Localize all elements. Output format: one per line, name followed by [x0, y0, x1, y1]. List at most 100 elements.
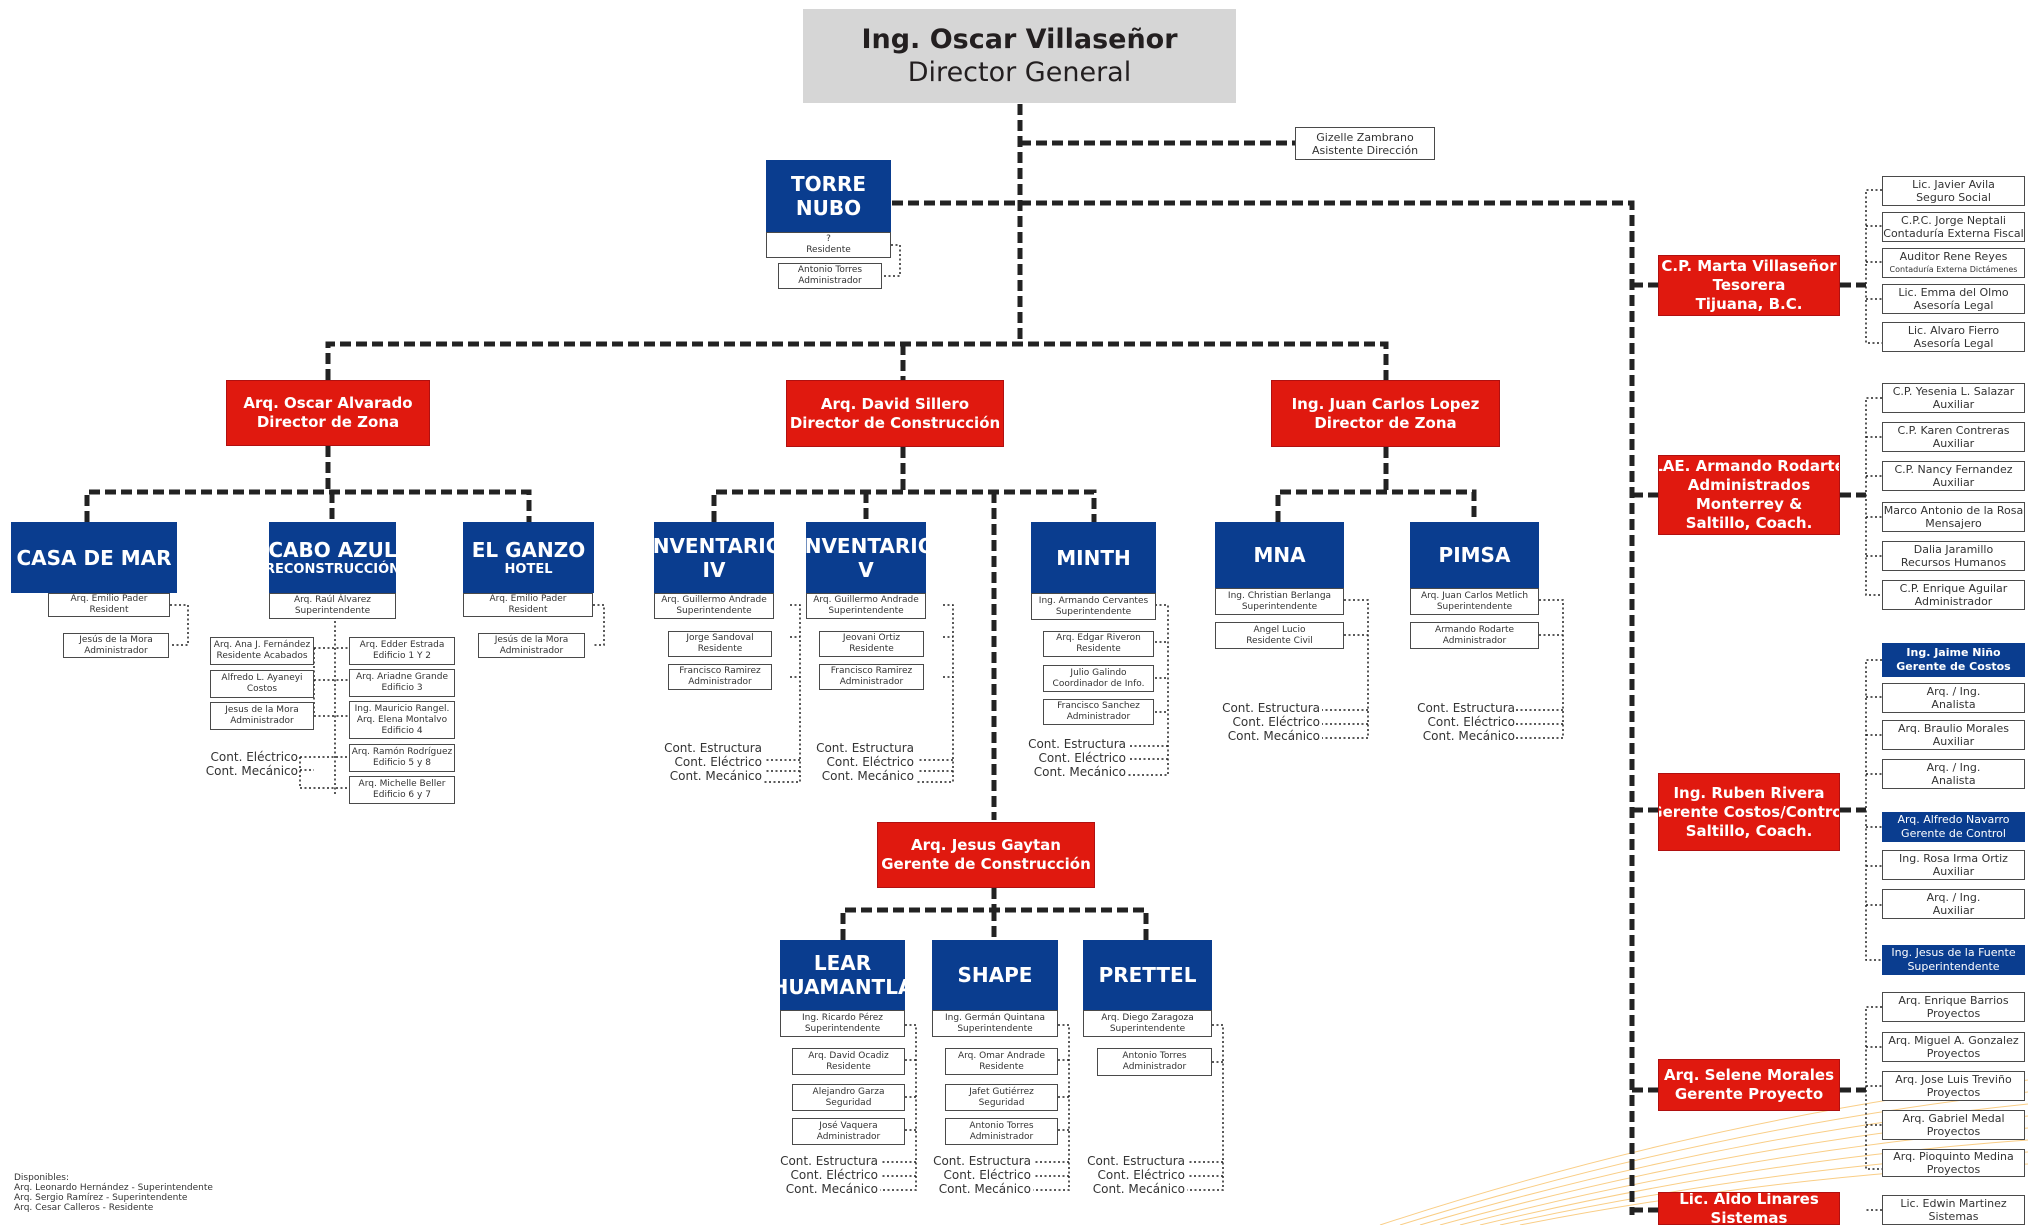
card-role: Residente Acabados	[216, 651, 308, 661]
contractor-label: Cont. Mecánico	[1033, 765, 1126, 779]
card-name: Arq. Emilio Pader	[70, 594, 148, 604]
gerente-proyecto-box: Arq. Selene Morales Gerente Proyecto	[1658, 1059, 1840, 1111]
contractor-label: Cont. Mecánico	[821, 769, 914, 783]
card-name: Ing. Christian Berlanga	[1227, 590, 1332, 601]
project-subtitle: RECONSTRUCCIÓN	[269, 561, 396, 577]
card-role: Analista	[1931, 774, 1976, 787]
card-name: Jesus de la Mora	[225, 705, 299, 715]
contractor-label: Cont. Estructura	[933, 1154, 1031, 1168]
card-role: Superintendente	[676, 606, 752, 616]
contractor-label: Cont. Eléctrico	[1232, 715, 1320, 729]
staff-card: Dalia Jaramillo Recursos Humanos	[1882, 541, 2025, 571]
card-name: Francisco Sanchez	[1057, 701, 1140, 711]
staff-card: Ing. Armando Cervantes Superintendente	[1031, 593, 1156, 620]
manager-name: Arq. David Sillero	[820, 394, 970, 413]
staff-card: Arq. Emilio Pader Resident	[463, 593, 593, 617]
card-name: Arq. Miguel A. Gonzalez	[1888, 1034, 2019, 1047]
staff-card: José Vaquera Administrador	[792, 1118, 905, 1145]
manager-line: Tesorera	[1712, 276, 1786, 294]
card-role: Residente	[697, 644, 743, 654]
staff-card: Arq. Jose Luis Treviño Proyectos	[1882, 1071, 2025, 1101]
administrador-box: LAE. Armando Rodarte Administrados Monte…	[1658, 455, 1840, 535]
staff-card: Arq. David Ocadiz Residente	[792, 1048, 905, 1075]
card-role: Residente	[806, 245, 851, 255]
staff-card: Marco Antonio de la Rosa Mensajero	[1882, 502, 2025, 532]
card-role: Resident	[508, 605, 548, 615]
staff-card: Arq. Omar Andrade Residente	[945, 1048, 1058, 1075]
available-staff-note: Disponibles: Arq. Leonardo Hernández - S…	[14, 1173, 213, 1213]
card-line: Edificio 4	[381, 725, 423, 736]
note-line: Arq. Cesar Calleros - Residente	[14, 1203, 154, 1213]
staff-card: Jorge Sandoval Residente	[668, 631, 772, 657]
card-role: Residente	[1076, 644, 1121, 654]
staff-card: Francisco Sanchez Administrador	[1043, 699, 1154, 725]
mna-box: MNA	[1215, 522, 1344, 588]
manager-line: Gerente Proyecto	[1674, 1085, 1824, 1103]
card-name: ?	[826, 234, 831, 244]
staff-card: C.P. Nancy Fernandez Auxiliar	[1882, 461, 2025, 491]
building-card: Arq. Ramón Rodríguez Edificio 5 y 8	[349, 744, 455, 772]
project-name: EL GANZO	[471, 537, 586, 562]
contractor-label: Cont. Mecánico	[938, 1182, 1031, 1196]
manager-title: Director de Zona	[1314, 413, 1457, 432]
staff-card: Jeovani Ortiz Residente	[819, 631, 924, 657]
card-name: Arq. Gabriel Medal	[1902, 1112, 2005, 1125]
card-role: Proyectos	[1926, 1163, 1981, 1176]
contractor-label: Cont. Estructura	[664, 741, 762, 755]
director-general-box: Ing. Oscar Villaseñor Director General	[803, 9, 1236, 103]
building-card: Arq. Michelle Beller Edificio 6 y 7	[349, 776, 455, 804]
card-name: Alfredo L. Ayaneyi	[221, 673, 303, 683]
torre-admin-card: Antonio Torres Administrador	[778, 263, 882, 289]
card-role: Gerente de Costos	[1896, 660, 2011, 673]
inventario-iv-box: INVENTARIO IV	[654, 522, 774, 593]
project-name: PIMSA	[1438, 543, 1511, 567]
card-name: Marco Antonio de la Rosa	[1883, 504, 2024, 517]
card-name: Arq. Guillermo Andrade	[813, 595, 919, 605]
staff-card: C.P. Yesenia L. Salazar Auxiliar	[1882, 383, 2025, 413]
staff-card: Jesus de la Mora Administrador	[210, 702, 314, 730]
card-role: Recursos Humanos	[1900, 556, 2007, 569]
card-line: Edificio 5 y 8	[373, 758, 431, 768]
card-line: Arq. Ariadne Grande	[356, 672, 448, 682]
sistemas-box: Lic. Aldo Linares Sistemas	[1658, 1192, 1840, 1225]
card-name: Arq. Edgar Riveron	[1056, 633, 1141, 643]
card-role: Superintendente	[294, 606, 371, 616]
card-line: Arq. Michelle Beller	[358, 779, 446, 789]
cabo-azul-box: CABO AZUL RECONSTRUCCIÓN	[269, 522, 396, 593]
card-name: José Vaquera	[819, 1120, 878, 1131]
card-role: Resident	[89, 605, 129, 615]
contractor-label: Cont. Mecánico	[1092, 1182, 1185, 1196]
card-role: Asesoría Legal	[1913, 337, 1994, 350]
card-name: Armando Rodarte	[1434, 624, 1515, 635]
manager-line: Tijuana, B.C.	[1695, 295, 1803, 313]
contractor-label: Cont. Eléctrico	[790, 1168, 878, 1182]
card-name: Ing. Ricardo Pérez	[801, 1012, 884, 1023]
contractor-label: Cont. Estructura	[780, 1154, 878, 1168]
card-name: Francisco Ramirez	[679, 666, 761, 676]
staff-card: Antonio Torres Administrador	[1097, 1048, 1212, 1076]
project-name-line: INVENTARIO	[806, 533, 926, 558]
staff-card: Lic. Emma del Olmo Asesoría Legal	[1882, 284, 2025, 314]
staff-card: Arq. Enrique Barrios Proyectos	[1882, 992, 2025, 1022]
casa-de-mar-box: CASA DE MAR	[11, 522, 177, 593]
card-role: Administrador	[230, 716, 294, 726]
tesorera-box: C.P. Marta Villaseñor Tesorera Tijuana, …	[1658, 255, 1840, 316]
card-role: Auxiliar	[1932, 398, 1975, 411]
staff-card: Jafet Gutiérrez Seguridad	[945, 1084, 1058, 1111]
card-name: Lic. Edwin Martinez	[1900, 1197, 2007, 1210]
card-name: Arq. Juan Carlos Metlich	[1420, 590, 1529, 601]
card-line: Edificio 6 y 7	[373, 790, 431, 800]
card-name: Auditor Rene Reyes	[1899, 250, 2008, 263]
card-role: Auxiliar	[1932, 904, 1975, 917]
card-name: Arq. Raúl Álvarez	[293, 595, 372, 605]
prettel-box: PRETTEL	[1083, 940, 1212, 1010]
gerente-costos-box: Ing. Ruben Rivera Gerente Costos/Control…	[1658, 773, 1840, 851]
card-role: Seguro Social	[1916, 191, 1991, 204]
card-role: Administrador	[84, 645, 148, 656]
project-name-line: TORRE	[790, 172, 867, 196]
card-name: Ing. Jesus de la Fuente	[1891, 946, 2016, 959]
staff-card: Alfredo L. Ayaneyi Costos	[210, 670, 314, 698]
project-name: PRETTEL	[1098, 963, 1197, 987]
card-role: Superintendente	[804, 1023, 881, 1034]
